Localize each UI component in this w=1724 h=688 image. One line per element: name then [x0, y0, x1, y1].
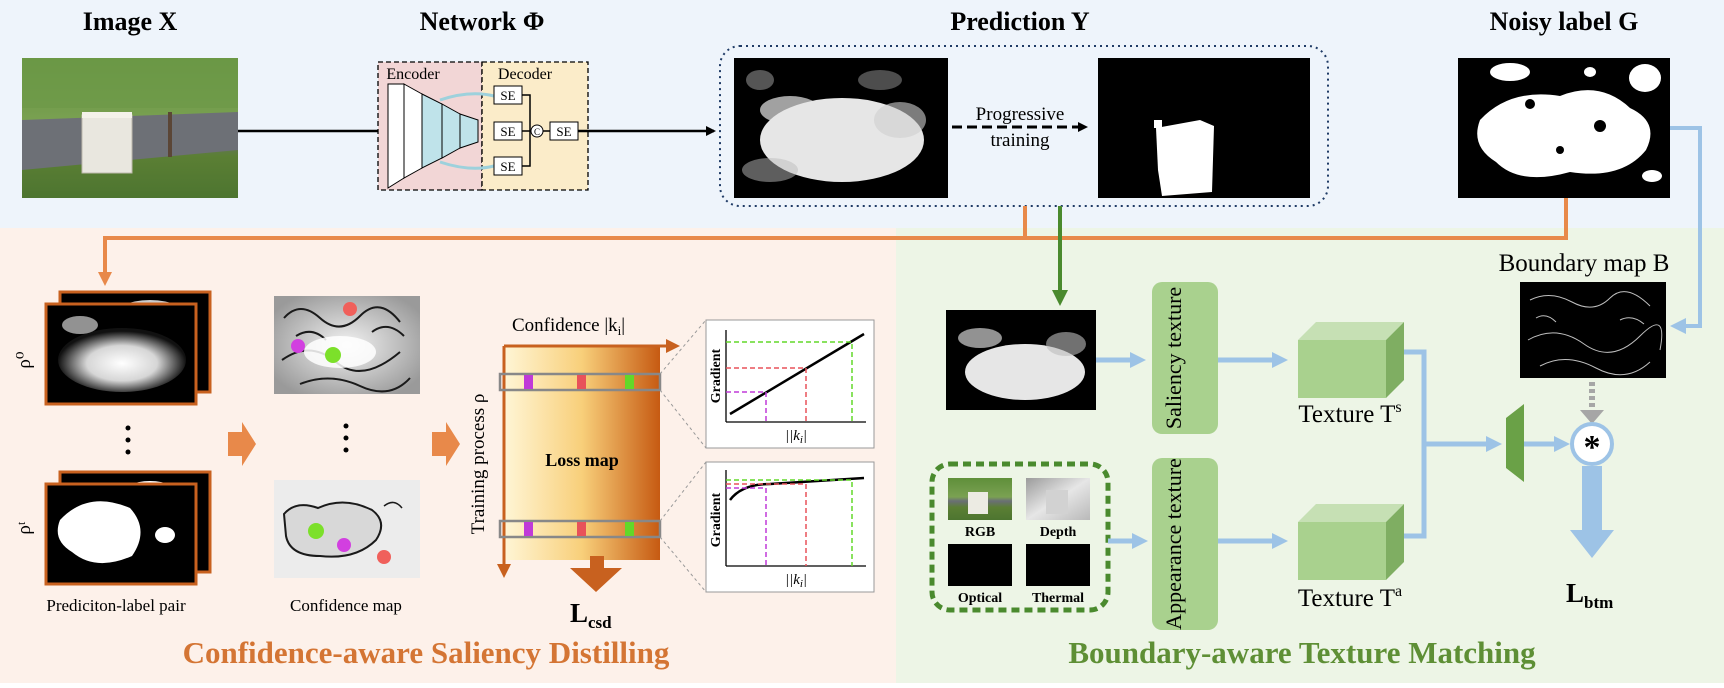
matching-operator-symbol: * [1584, 429, 1601, 466]
boundary-map [1520, 282, 1666, 378]
rho0-label: ρ⁰ [14, 351, 35, 368]
loss-btm-arrow-shaft [1582, 466, 1602, 530]
loss-csd-label: Lcsd [570, 598, 612, 632]
chevron-arrow-1 [228, 422, 256, 466]
confidence-dot-green-2 [308, 523, 324, 539]
boundary-to-operator-arrowhead [1580, 410, 1604, 424]
texture-ts-cube [1298, 322, 1404, 398]
confidence-dot-magenta-1 [291, 339, 305, 353]
pair-stack-rhot [44, 470, 212, 586]
clean-prediction-map [1098, 58, 1310, 198]
confidence-map-caption: Confidence map [290, 596, 402, 615]
pair-caption: Prediciton-label pair [46, 596, 186, 615]
loss-row-highlight-bottom [498, 519, 662, 539]
saliency-texture-label: Saliency texture [1161, 287, 1186, 429]
gradient-xlabel-2: ||ki| [785, 572, 807, 590]
encoder-label: Encoder [386, 66, 440, 83]
rhot-label: ρᵗ [14, 521, 35, 534]
gradient-ylabel-2: Gradient [709, 492, 724, 547]
noisy-label-title: Noisy label G [1490, 7, 1639, 36]
boundary-map-title: Boundary map B [1499, 250, 1670, 277]
texture-ts-label: Texture Ts [1298, 399, 1401, 428]
gradient-graph-saturating: Gradient ||ki| [705, 461, 875, 593]
input-image-photo [22, 58, 238, 198]
gradient-curve-linear [729, 332, 865, 416]
optical-thumbnail [948, 544, 1012, 586]
gradient-ylabel-1: Gradient [709, 348, 724, 403]
saliency-map [946, 310, 1096, 410]
network-title: Network Φ [420, 7, 545, 36]
decoder-label: Decoder [498, 66, 553, 83]
loss-btm-label: Lbtm [1566, 578, 1613, 612]
se-label-2: SE [500, 124, 515, 139]
optical-label: Optical [958, 591, 1002, 606]
btm-section-title: Boundary-aware Texture Matching [1068, 635, 1536, 670]
training-axis-label: Training process ρ [468, 394, 489, 535]
training-label: training [990, 130, 1050, 151]
pair-stack-rho0 [44, 290, 212, 406]
chevron-arrow-2 [432, 422, 460, 466]
vertical-dots-1 [125, 425, 131, 455]
texture-ta-label: Texture Ta [1298, 583, 1402, 612]
appearance-texture-label: Appearance texture [1161, 458, 1186, 630]
confidence-map-rho0 [274, 296, 420, 394]
concat-label: C [534, 127, 540, 137]
rgb-thumbnail [948, 478, 1012, 520]
vertical-dots-2 [343, 423, 349, 453]
rgb-label: RGB [965, 525, 995, 540]
se-label-1: SE [500, 88, 515, 103]
network-phi: Encoder Decoder SE SE SE SE C [377, 61, 589, 191]
matching-operator [1570, 422, 1614, 466]
loss-map-label: Loss map [545, 450, 619, 470]
confidence-axis-label: Confidence |ki| [512, 315, 625, 338]
noisy-prediction-map [734, 58, 948, 198]
se-label-3: SE [500, 159, 515, 174]
depth-thumbnail [1026, 478, 1090, 520]
noisy-label-map [1458, 58, 1670, 198]
orange-feedback-line [98, 198, 1568, 286]
prediction-title: Prediction Y [950, 7, 1090, 36]
progressive-label: Progressive [976, 104, 1065, 125]
loss-row-highlight-top [498, 372, 662, 392]
texture-ta-cube [1298, 504, 1404, 580]
saliency-texture-block [1152, 282, 1218, 434]
se-label-4: SE [556, 124, 571, 139]
confidence-dot-red-2 [377, 550, 391, 564]
depth-label: Depth [1040, 525, 1077, 540]
gradient-graph-linear: Gradient ||ki| [705, 319, 875, 449]
noisy-to-boundary-arrow [1670, 126, 1702, 334]
modality-group [929, 461, 1111, 613]
csd-section-title: Confidence-aware Saliency Distilling [183, 635, 670, 670]
confidence-dot-green-1 [325, 347, 341, 363]
prediction-container [719, 45, 1329, 207]
loss-btm-arrowhead [1570, 530, 1614, 558]
projection-layer [1506, 404, 1524, 482]
appearance-texture-block [1152, 458, 1218, 630]
gradient-xlabel-1: ||ki| [785, 428, 807, 446]
loss-csd-arrow [570, 556, 622, 592]
thermal-thumbnail [1026, 544, 1090, 586]
confidence-dot-red-1 [343, 302, 357, 316]
image-x-title: Image X [83, 7, 178, 36]
confidence-map-rhot [274, 480, 420, 578]
confidence-dot-magenta-2 [337, 538, 351, 552]
thermal-label: Thermal [1032, 591, 1084, 606]
